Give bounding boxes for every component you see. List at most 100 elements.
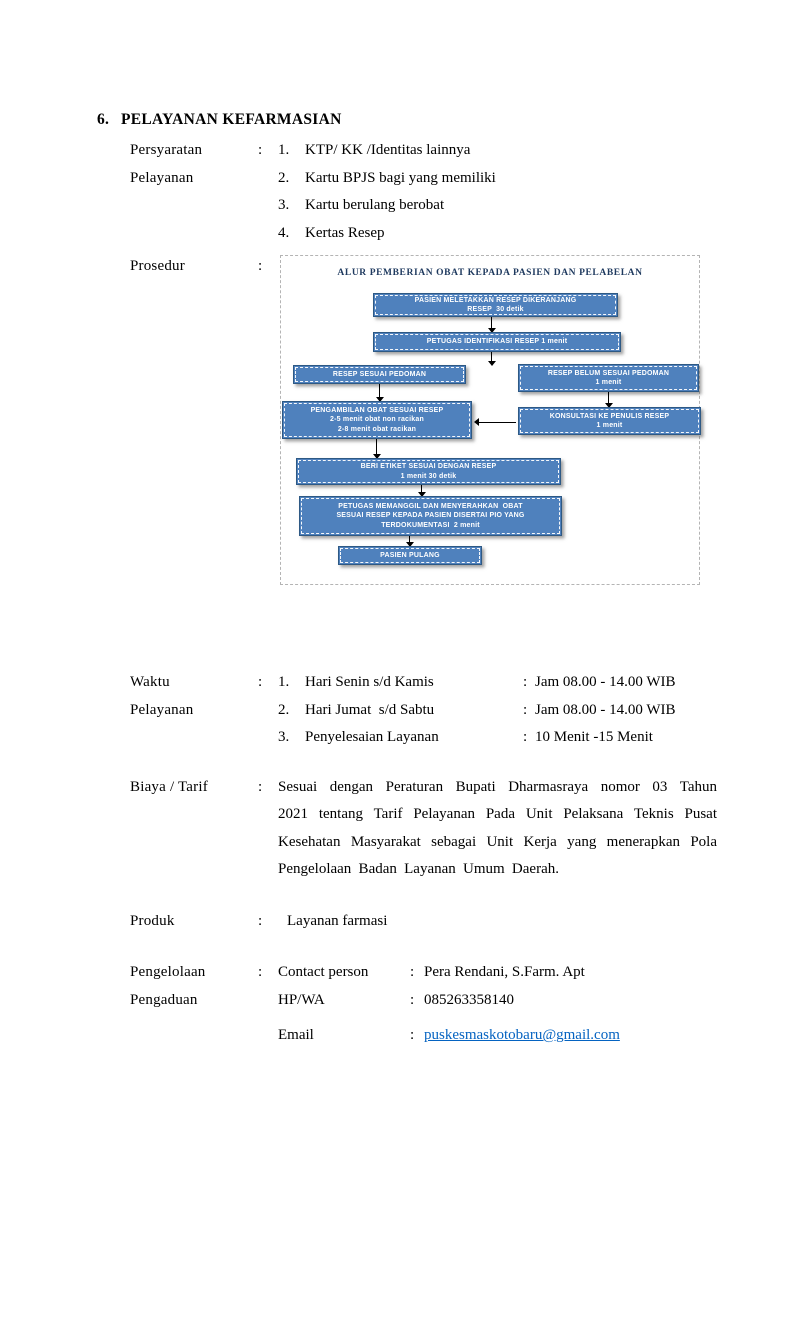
entry-colon: : [410, 1027, 415, 1043]
item-number: 1. [278, 674, 290, 690]
entry-colon: : [410, 964, 415, 980]
section-number: 6. [97, 111, 110, 128]
arrow-left-icon [474, 418, 516, 427]
waktu-day: Hari Jumat s/d Sabtu [305, 701, 435, 718]
row-prosedur: Prosedur : ALUR PEMBERIAN OBAT KEPADA PA… [130, 253, 717, 585]
label-persyaratan-line1: Persyaratan [130, 142, 203, 158]
entry-name: HP/WA [278, 991, 325, 1008]
pengaduan-entries: Contact person : Pera Rendani, S.Farm. A… [278, 959, 717, 1050]
row-waktu: Waktu Pelayanan : 1. Hari Senin s/d Kami… [130, 669, 717, 752]
flow-box-resep-belum-sesuai: RESEP BELUM SESUAI PEDOMAN 1 menit [518, 364, 699, 392]
email-link[interactable]: puskesmaskotobaru@gmail.com [424, 1027, 620, 1043]
label-prosedur: Prosedur [130, 258, 185, 274]
biaya-text: Sesuai dengan Peraturan Bupati Dharmasra… [278, 778, 717, 878]
flow-box-resep-sesuai-pedoman: RESEP SESUAI PEDOMAN [293, 365, 466, 384]
list-item: 1. KTP/ KK /Identitas lainnya [278, 137, 717, 165]
flow-box-text: PENGAMBILAN OBAT SESUAI RESEP [310, 406, 444, 414]
section-heading: 6. PELAYANAN KEFARMASIAN [97, 111, 717, 129]
flow-box-pengambilan-obat: PENGAMBILAN OBAT SESUAI RESEP 2-5 menit … [282, 401, 472, 439]
label-pengaduan-line1: Pengelolaan [130, 964, 206, 980]
colon-pengaduan: : [258, 964, 263, 980]
label-produk: Produk [130, 912, 175, 929]
entry-name: Email [278, 1027, 314, 1043]
colon-produk: : [258, 912, 263, 929]
flow-box-petugas-identifikasi: PETUGAS IDENTIFIKASI RESEP 1 menit [373, 332, 621, 352]
colon-persyaratan: : [258, 142, 263, 158]
persyaratan-list: 1. KTP/ KK /Identitas lainnya 2. Kartu B… [278, 137, 717, 247]
item-number: 1. [278, 142, 290, 158]
flow-box-pasien-pulang: PASIEN PULANG [338, 546, 482, 565]
flow-box-text: RESEP SESUAI PEDOMAN [332, 370, 427, 378]
waktu-day: Hari Senin s/d Kamis [305, 674, 434, 690]
page-content: 6. PELAYANAN KEFARMASIAN Persyaratan Pel… [97, 111, 717, 1050]
flow-box-pasien-meletakkan-resep: PASIEN MELETAKKAN RESEP DIKERANJANG RESE… [373, 293, 618, 317]
row-biaya: Biaya / Tarif : Sesuai dengan Peraturan … [130, 774, 717, 884]
entry-value: puskesmaskotobaru@gmail.com [424, 1022, 717, 1050]
list-item: 3. Kartu berulang berobat [278, 192, 717, 220]
section-title: PELAYANAN KEFARMASIAN [121, 111, 342, 128]
item-text: Kertas Resep [305, 224, 385, 241]
waktu-value: Jam 08.00 - 14.00 WIB [535, 674, 676, 690]
item-text: Kartu berulang berobat [305, 197, 445, 213]
row-produk: Produk : Layanan farmasi [130, 908, 717, 936]
flow-box-text: PASIEN PULANG [380, 551, 440, 559]
flow-box-text: SESUAI RESEP KEPADA PASIEN DISERTAI PIO … [336, 512, 525, 520]
colon-waktu: : [258, 674, 263, 690]
item-number: 3. [278, 729, 290, 745]
label-pengaduan: Pengelolaan Pengaduan [130, 959, 258, 1050]
waktu-item: 1. Hari Senin s/d Kamis : Jam 08.00 - 14… [278, 669, 717, 697]
flow-box-text: PASIEN MELETAKKAN RESEP DIKERANJANG [414, 296, 577, 304]
flow-box-beri-etiket: BERI ETIKET SESUAI DENGAN RESEP 1 menit … [296, 458, 561, 485]
label-waktu-line2: Pelayanan [130, 701, 194, 718]
flow-box-text: 1 menit [596, 422, 623, 429]
flowchart-frame: ALUR PEMBERIAN OBAT KEPADA PASIEN DAN PE… [280, 255, 701, 585]
pengaduan-entry-contact: Contact person : Pera Rendani, S.Farm. A… [278, 959, 717, 987]
arrow-down-icon [372, 439, 381, 459]
row-pengaduan: Pengelolaan Pengaduan : Contact person :… [130, 959, 717, 1050]
arrow-down-icon [375, 384, 384, 402]
label-waktu: Waktu Pelayanan [130, 669, 258, 752]
label-persyaratan: Persyaratan Pelayanan [130, 137, 258, 247]
colon-prosedur: : [258, 258, 263, 274]
label-waktu-line1: Waktu [130, 674, 170, 690]
item-number: 2. [278, 169, 290, 186]
list-item: 4. Kertas Resep [278, 220, 717, 248]
arrow-down-icon [604, 392, 613, 408]
item-text: KTP/ KK /Identitas lainnya [305, 142, 471, 158]
pengaduan-entry-phone: HP/WA : 085263358140 [278, 987, 717, 1015]
label-pengaduan-line2: Pengaduan [130, 991, 198, 1008]
arrow-down-icon [487, 317, 496, 333]
item-number: 4. [278, 224, 290, 241]
waktu-colon: : [523, 674, 528, 690]
flow-box-text: PETUGAS MEMANGGIL DAN MENYERAHKAN OBAT [338, 502, 523, 510]
list-item: 2. Kartu BPJS bagi yang memiliki [278, 165, 717, 193]
flow-box-text: PETUGAS IDENTIFIKASI RESEP 1 menit [426, 338, 568, 346]
flow-box-text: RESEP 30 detik [467, 306, 524, 313]
waktu-item: 3. Penyelesaian Layanan : 10 Menit -15 M… [278, 724, 717, 752]
flow-box-text: 2-8 menit obat racikan [337, 425, 417, 433]
waktu-colon: : [523, 729, 528, 745]
item-number: 2. [278, 701, 290, 718]
arrow-down-icon [417, 485, 426, 497]
entry-value: 085263358140 [424, 991, 514, 1008]
row-persyaratan: Persyaratan Pelayanan : 1. KTP/ KK /Iden… [130, 137, 717, 247]
label-persyaratan-line2: Pelayanan [130, 169, 194, 186]
flow-box-text: KONSULTASI KE PENULIS RESEP [549, 412, 670, 420]
waktu-list: 1. Hari Senin s/d Kamis : Jam 08.00 - 14… [278, 669, 717, 752]
flow-box-text: 1 menit [595, 379, 622, 386]
waktu-value: 10 Menit -15 Menit [535, 729, 653, 745]
pengaduan-entry-email: Email : puskesmaskotobaru@gmail.com [278, 1022, 717, 1050]
prosedur-content: ALUR PEMBERIAN OBAT KEPADA PASIEN DAN PE… [278, 253, 717, 585]
entry-colon: : [410, 991, 415, 1008]
colon-biaya: : [258, 778, 263, 795]
produk-value: Layanan farmasi [287, 912, 388, 929]
flow-box-text: BERI ETIKET SESUAI DENGAN RESEP [360, 463, 497, 471]
flow-box-text: TERDOKUMENTASI 2 menit [381, 521, 480, 529]
entry-value: Pera Rendani, S.Farm. Apt [424, 964, 585, 980]
flow-box-text: 2-5 menit obat non racikan [330, 416, 424, 424]
item-number: 3. [278, 197, 290, 213]
waktu-item: 2. Hari Jumat s/d Sabtu : Jam 08.00 - 14… [278, 697, 717, 725]
arrow-down-icon [405, 536, 414, 547]
flow-box-text: 1 menit 30 detik [400, 472, 457, 480]
